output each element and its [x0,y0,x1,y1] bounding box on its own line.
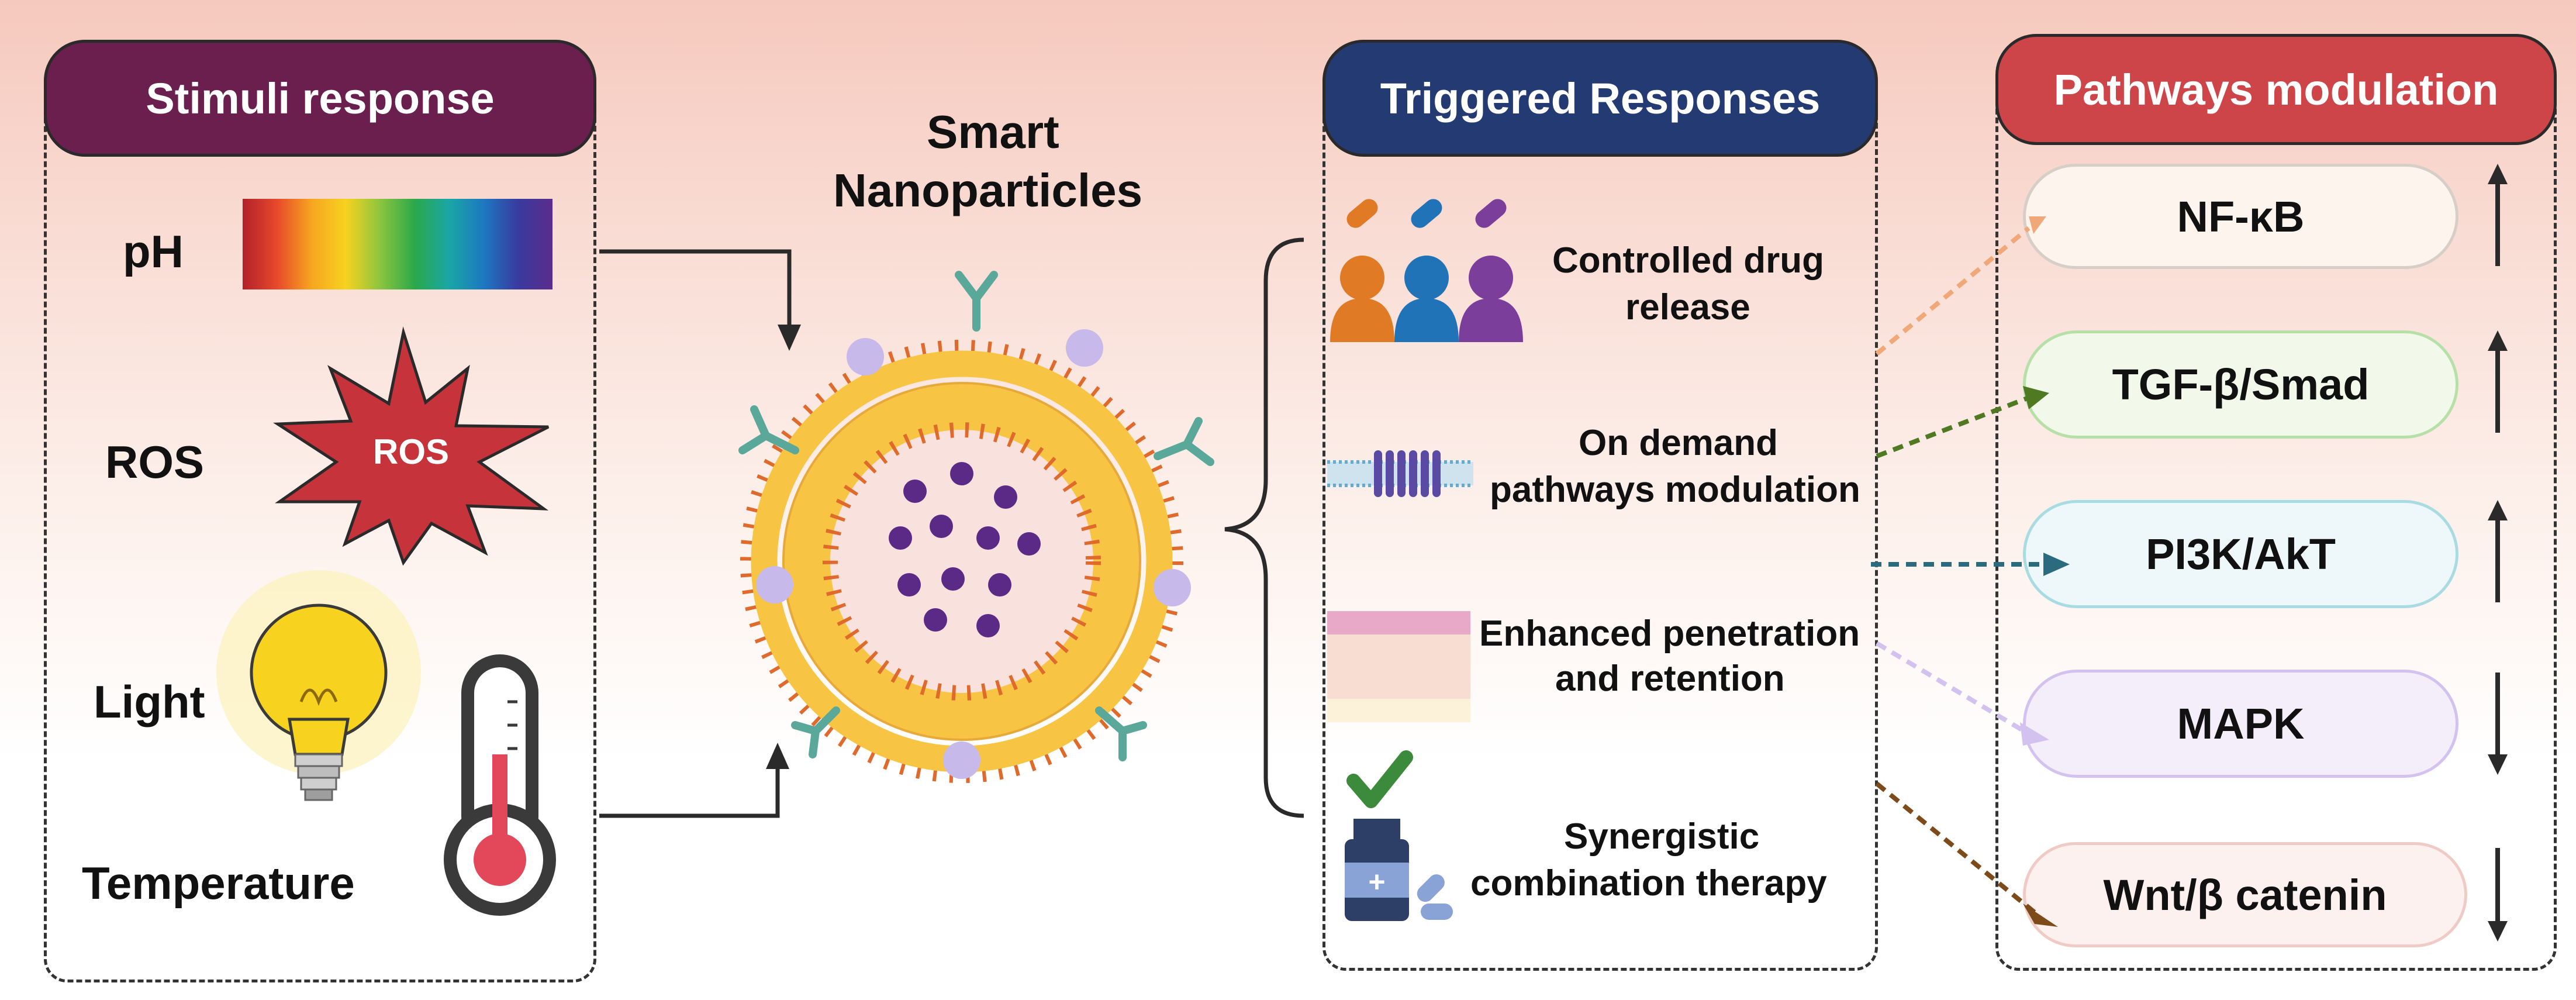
triggered-header: Triggered Responses [1322,40,1878,157]
nanoparticle-title-line1: Smart [927,106,1059,158]
stimuli-title: Stimuli response [146,74,495,123]
triggered-item-1-line1: Controlled drug [1552,240,1824,281]
pathway-pill-pi3k: PI3K/AkT [2023,500,2458,608]
nanoparticle-title-line2: Nanoparticles [833,164,1143,216]
triggered-item-2-line2: pathways modulation [1490,470,1860,510]
triggered-title: Triggered Responses [1380,74,1821,123]
pathway-pill-nfkb: NF-κB [2023,164,2458,269]
stimulus-label-temperature: Temperature [82,857,355,909]
pathway-label-wnt: Wnt/β catenin [2103,870,2387,919]
pathway-label-mapk: MAPK [2177,699,2305,748]
pathway-pill-mapk: MAPK [2023,670,2458,778]
pathway-pill-tgf: TGF-β/Smad [2023,330,2458,439]
triggered-item-3-line2: and retention [1555,658,1785,699]
stimulus-label-ph: pH [123,226,184,277]
triggered-item-4-line1: Synergistic [1564,816,1760,857]
stimulus-label-light: Light [94,676,205,727]
triggered-item-4-line2: combination therapy [1470,863,1827,904]
stimuli-header: Stimuli response [44,40,596,157]
triggered-item-1-line2: release [1625,287,1750,327]
ros-badge-text: ROS [373,432,450,471]
triggered-item-3-line1: Enhanced penetration [1479,613,1860,654]
pathways-header: Pathways modulation [1995,34,2557,145]
stimulus-label-ros: ROS [105,436,205,488]
pathways-title: Pathways modulation [2053,65,2499,114]
pathway-pill-wnt: Wnt/β catenin [2023,842,2467,947]
ph-gradient-icon [243,199,553,289]
pathway-label-pi3k: PI3K/AkT [2146,530,2336,578]
pathway-label-nfkb: NF-κB [2177,192,2305,241]
triggered-item-2-line1: On demand [1579,423,1779,463]
pathway-label-tgf: TGF-β/Smad [2112,360,2370,409]
